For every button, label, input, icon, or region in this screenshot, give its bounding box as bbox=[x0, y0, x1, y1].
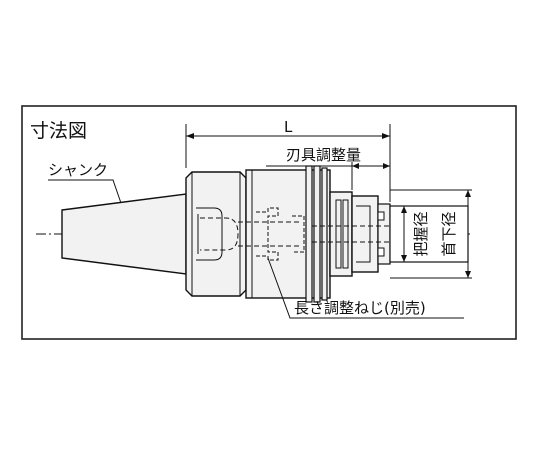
dim-l-arrow-right bbox=[382, 133, 390, 139]
dim-neck-label: 首下径 bbox=[440, 211, 458, 256]
dim-grip-arrow-top bbox=[401, 206, 407, 213]
flange bbox=[185, 171, 247, 297]
groove-ring-3 bbox=[321, 167, 328, 301]
collet-nut bbox=[351, 195, 379, 273]
collet-slot-lower bbox=[377, 247, 385, 257]
dim-l-arrow-left bbox=[186, 133, 194, 139]
dim-adjust-arrow-right bbox=[383, 163, 390, 169]
dim-adjust-arrow-left bbox=[352, 163, 359, 169]
inner-pocket bbox=[200, 217, 239, 251]
dim-l-label: L bbox=[284, 118, 293, 136]
dim-grip-label: 把握径 bbox=[412, 211, 430, 256]
inner-nut-hidden bbox=[292, 215, 305, 253]
flange-groove bbox=[196, 207, 223, 261]
nose-ring-detail-1 bbox=[335, 199, 342, 269]
dim-adjust-label: 刃具調整量 bbox=[286, 146, 361, 164]
collet-slot-upper bbox=[377, 211, 385, 221]
shank-label: シャンク bbox=[48, 161, 108, 179]
collet-nut-inner bbox=[356, 205, 371, 263]
title-text: 寸法図 bbox=[30, 120, 87, 142]
tool-body bbox=[389, 205, 469, 263]
groove-ring-2 bbox=[313, 165, 321, 303]
adjust-screw-leader bbox=[267, 257, 464, 319]
nose-ring-detail-2 bbox=[342, 199, 349, 269]
dim-neck-arrow-top bbox=[465, 190, 471, 197]
dim-grip-arrow-bottom bbox=[401, 255, 407, 262]
adjust-screw-label: 長さ調整ねじ(別売) bbox=[294, 299, 426, 317]
dim-neck-arrow-bottom bbox=[465, 271, 471, 278]
shank-leader bbox=[48, 179, 123, 207]
groove-ring-1 bbox=[305, 165, 313, 303]
